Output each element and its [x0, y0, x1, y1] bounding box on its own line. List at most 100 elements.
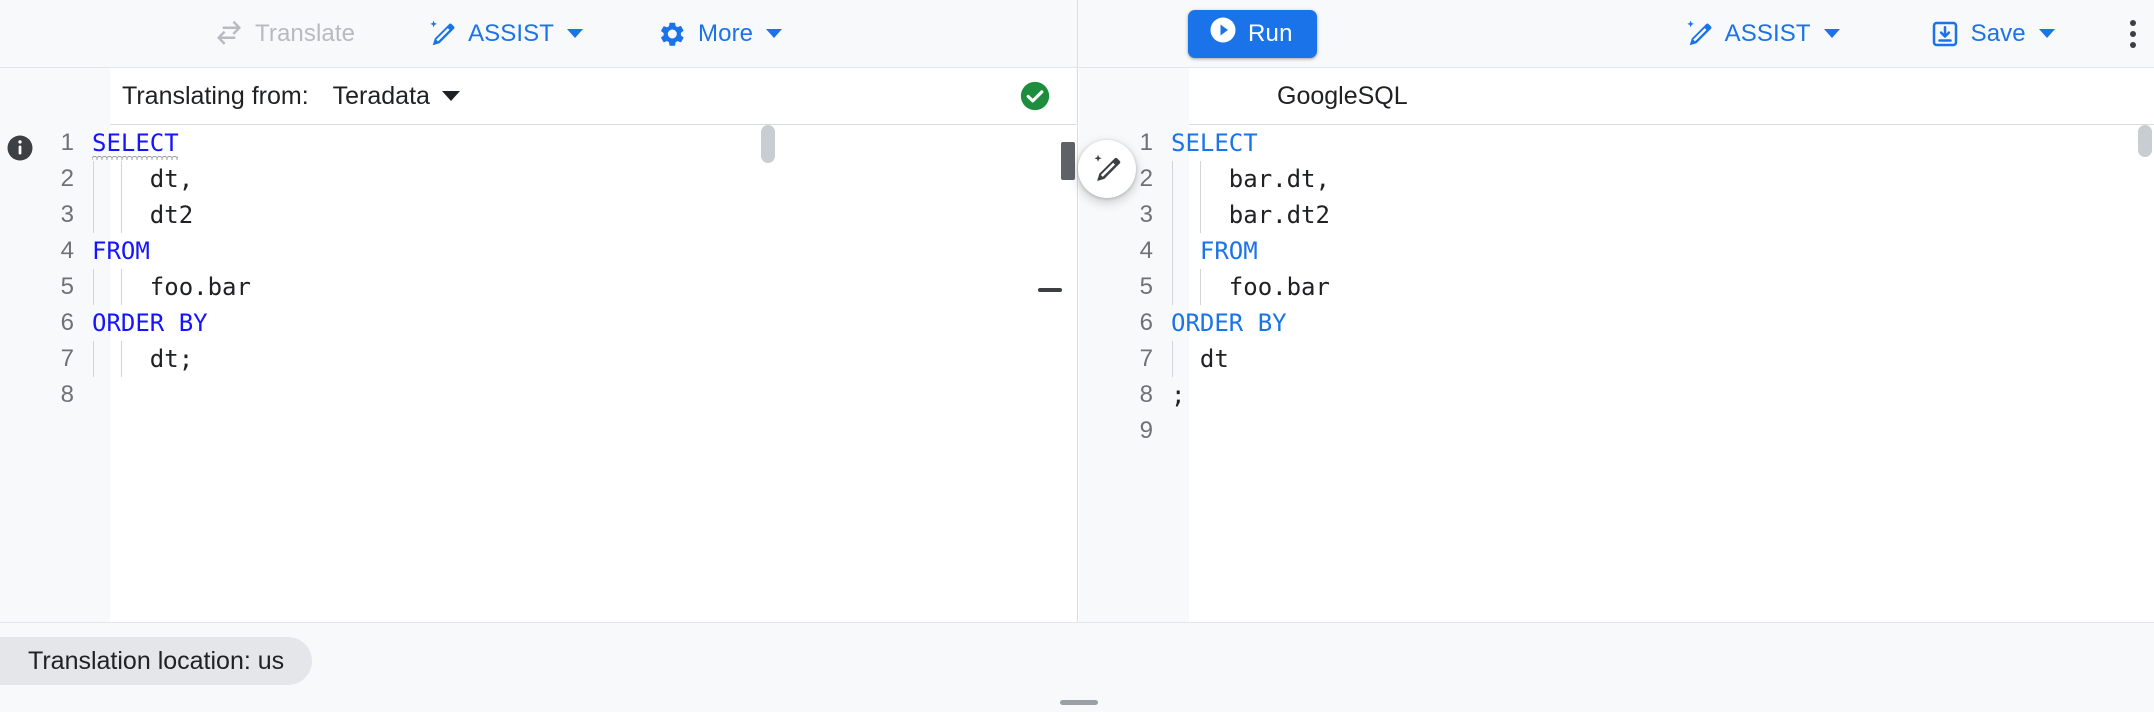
- toolbar-left-group: Translate ASSIST More: [0, 0, 1078, 67]
- code-line-text: dt2: [92, 197, 1077, 233]
- code-line[interactable]: 9: [1079, 413, 2154, 449]
- assist-wand-icon: [1094, 154, 1121, 181]
- translate-arrows-icon: [214, 19, 244, 49]
- assist-wand-icon: [427, 19, 457, 49]
- sql-keyword: FROM: [92, 237, 150, 265]
- indent-guide: [1200, 269, 1201, 305]
- code-line[interactable]: 6 ORDER BY: [1079, 305, 2154, 341]
- code-line-text: FROM: [1171, 233, 2154, 269]
- target-scroll-thumb[interactable]: [2138, 125, 2152, 157]
- kebab-dot-icon: [2130, 30, 2137, 37]
- chevron-down-icon: [2038, 29, 2055, 38]
- play-icon: [1208, 15, 1238, 52]
- indent-guide: [1200, 161, 1201, 197]
- translate-button-label: Translate: [255, 19, 356, 47]
- code-line-text: dt,: [92, 161, 1077, 197]
- indent-guide: [93, 269, 94, 305]
- line-number: 1: [1139, 129, 1153, 156]
- translation-location-label: Translation location: us: [28, 646, 285, 675]
- line-number: 6: [1139, 309, 1153, 336]
- chevron-down-icon: [567, 29, 584, 38]
- save-button[interactable]: Save: [1918, 12, 2067, 56]
- code-line-text: FROM: [92, 233, 1077, 269]
- indent-guide: [1200, 197, 1201, 233]
- indent-guide: [121, 269, 122, 305]
- pane-splitter-handle[interactable]: [1061, 142, 1075, 180]
- translation-location-chip: Translation location: us: [0, 637, 313, 685]
- chevron-down-icon: [766, 29, 783, 38]
- code-line[interactable]: 8;: [1079, 377, 2154, 413]
- source-gutter: [0, 125, 110, 622]
- code-line-text: ORDER BY: [92, 305, 1077, 341]
- sql-token: bar.dt,: [1171, 165, 1330, 193]
- code-line[interactable]: 3 bar.dt2: [1079, 197, 2154, 233]
- line-number: 2: [60, 165, 74, 192]
- save-download-icon: [1930, 19, 1960, 49]
- source-language-bar: Translating from: Teradata: [0, 68, 1078, 125]
- code-line[interactable]: 7 dt: [1079, 341, 2154, 377]
- code-line[interactable]: 7 dt;: [0, 341, 1077, 377]
- info-icon[interactable]: [5, 133, 35, 163]
- sql-keyword: SELECT: [92, 129, 179, 157]
- line-number: 6: [60, 309, 74, 336]
- target-dialect-value: GoogleSQL: [1277, 81, 1408, 110]
- source-dialect-select[interactable]: Teradata: [333, 82, 460, 111]
- code-line[interactable]: 6 ORDER BY: [0, 305, 1077, 341]
- status-badge: [1018, 79, 1052, 113]
- code-line[interactable]: 2 dt,: [0, 161, 1077, 197]
- code-line-text: ;: [1171, 377, 2154, 413]
- line-number: 3: [1139, 201, 1153, 228]
- top-toolbar: Translate ASSIST More: [0, 0, 2154, 68]
- indent-guide: [1172, 269, 1173, 305]
- assist-wand-icon: [1684, 19, 1714, 49]
- code-line[interactable]: 3 dt2: [0, 197, 1077, 233]
- assist-button-right[interactable]: ASSIST: [1672, 12, 1852, 56]
- translating-from-label: Translating from:: [122, 81, 309, 110]
- code-line[interactable]: 2 bar.dt,: [1079, 161, 2154, 197]
- sql-token: dt,: [92, 165, 194, 193]
- indent-guide: [93, 161, 94, 197]
- overflow-menu-button[interactable]: [2113, 12, 2154, 56]
- line-number: 4: [60, 237, 74, 264]
- assist-fab-button[interactable]: [1078, 140, 1136, 198]
- more-button[interactable]: More: [645, 12, 794, 56]
- target-language-bar: GoogleSQL: [1079, 68, 2154, 125]
- source-scroll-thumb[interactable]: [761, 125, 775, 163]
- indent-guide: [121, 197, 122, 233]
- sql-token: bar.dt2: [1171, 201, 1330, 229]
- line-number: 3: [60, 201, 74, 228]
- code-line[interactable]: 4 FROM: [1079, 233, 2154, 269]
- assist-button-left-label: ASSIST: [468, 19, 555, 47]
- line-number: 5: [1139, 273, 1153, 300]
- line-number: 7: [60, 345, 74, 372]
- code-line[interactable]: 5 foo.bar: [1079, 269, 2154, 305]
- run-button[interactable]: Run: [1188, 9, 1317, 58]
- assist-button-left[interactable]: ASSIST: [415, 12, 595, 56]
- indent-guide: [1172, 233, 1173, 269]
- sql-token: ;: [1171, 381, 1186, 409]
- sql-token: dt2: [92, 201, 194, 229]
- sql-keyword: FROM: [1171, 237, 1258, 265]
- sql-keyword: ORDER BY: [1171, 309, 1287, 337]
- target-gutter: [1079, 125, 1189, 622]
- sql-token: foo.bar: [92, 273, 251, 301]
- sql-token: dt;: [92, 345, 194, 373]
- bottom-drag-handle[interactable]: [1060, 700, 1098, 705]
- kebab-dot-icon: [2130, 19, 2137, 26]
- toolbar-right-group: Run ASSIST Save: [1078, 0, 2154, 67]
- source-horizontal-scroll-mark[interactable]: [1038, 288, 1062, 292]
- sql-token: foo.bar: [1171, 273, 1330, 301]
- code-line[interactable]: 8: [0, 377, 1077, 413]
- code-line[interactable]: 4 FROM: [0, 233, 1077, 269]
- translate-button[interactable]: Translate: [202, 12, 367, 56]
- code-line[interactable]: 5 foo.bar: [0, 269, 1077, 305]
- indent-guide: [121, 161, 122, 197]
- chevron-down-icon: [441, 91, 460, 101]
- indent-guide: [93, 341, 94, 377]
